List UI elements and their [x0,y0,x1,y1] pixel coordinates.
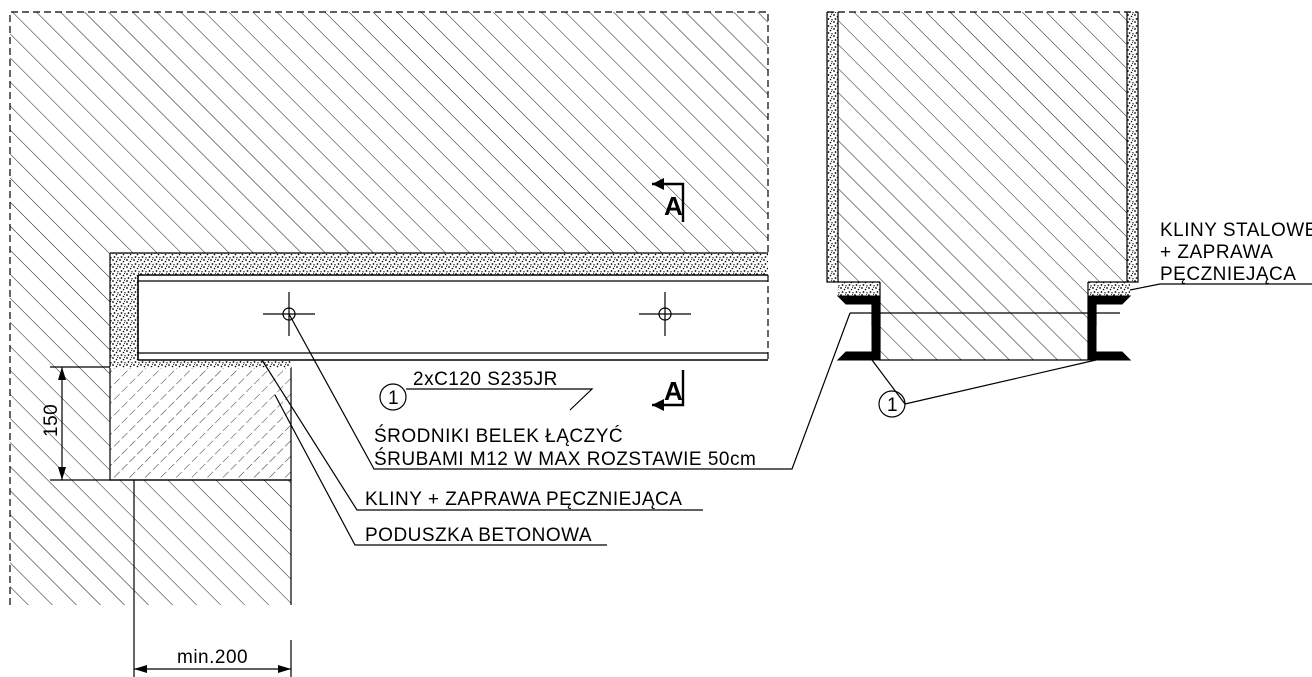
bolt-mark-right [639,292,691,336]
section-mortar-cap-right [1088,282,1130,296]
bolt-note: ŚRODNIKI BELEK ŁĄCZYĆ ŚRUBAMI M12 W MAX … [288,312,851,470]
section-mortar-cap-left [838,282,880,296]
dimension-horizontal-text: min.200 [177,647,248,668]
section-marker-bottom: A [652,370,685,411]
steel-beam-elevation [137,274,769,361]
section-view: 1 KLINY STALOWE + ZAPRAWA PĘCZNIEJĄCA [826,11,1312,418]
wedges-note: KLINY + ZAPRAWA PĘCZNIEJĄCA [261,359,703,511]
section-marker-top: A [652,178,685,222]
section-marker-top-label: A [664,191,683,221]
wall-hatched-mass [10,12,768,605]
section-marker-bottom-label: A [664,376,683,406]
bolt-note-line2: ŚRUBAMI M12 W MAX ROZSTAWIE 50cm [374,448,756,470]
dimension-vertical: 150 [41,366,110,481]
concrete-pad [109,367,292,481]
wedge-mortar-layer [109,252,768,368]
bolt-note-line1: ŚRODNIKI BELEK ŁĄCZYĆ [374,425,623,447]
section-callout-number: 1 [887,395,898,416]
wedges-note-text: KLINY + ZAPRAWA PĘCZNIEJĄCA [365,489,682,510]
section-wall-hatched [838,12,1127,360]
beam-callout: 1 2xC120 S235JR [379,369,594,411]
section-mortar-left [827,12,838,282]
beam-label: 2xC120 S235JR [413,369,558,390]
section-note-line1: KLINY STALOWE [1160,220,1312,241]
mortar-top-layer [110,253,768,275]
beam-body [138,275,768,360]
pad-note: PODUSZKA BETONOWA [274,394,607,546]
mortar-bottom-layer [110,360,291,368]
section-channel-left [836,295,881,361]
section-channel-right [1087,295,1132,361]
pad-note-text: PODUSZKA BETONOWA [365,525,592,546]
mortar-end-layer [110,253,138,367]
section-mortar-right [1127,12,1138,282]
wall-break-line [9,11,769,605]
concrete-pad-fill [110,367,291,480]
dimension-vertical-text: 150 [41,404,62,437]
dimension-horizontal: min.200 [133,480,292,677]
section-note-line2: + ZAPRAWA [1160,242,1273,263]
section-note-line3: PĘCZNIEJĄCA [1160,264,1296,285]
beam-callout-number: 1 [388,388,399,409]
